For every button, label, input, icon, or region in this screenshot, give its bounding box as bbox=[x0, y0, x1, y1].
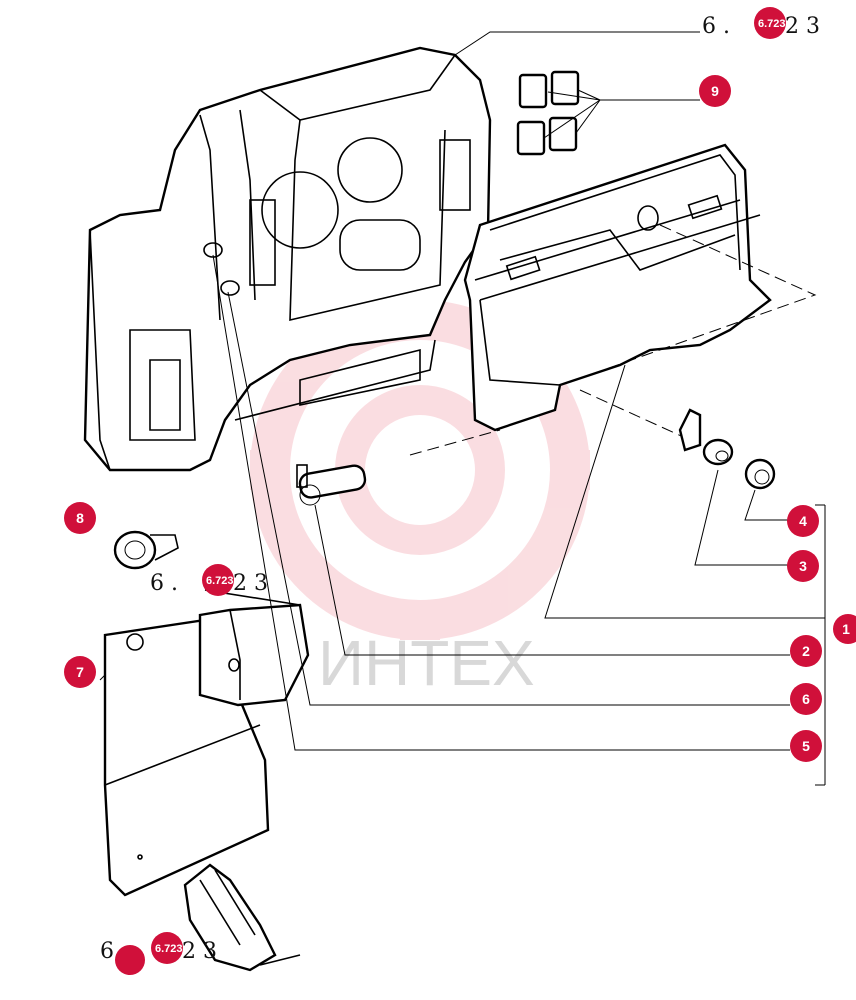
svg-text:8: 8 bbox=[76, 510, 84, 526]
svg-text:6 .: 6 . bbox=[702, 14, 730, 39]
leader-lines bbox=[99, 31, 826, 786]
panel-bracket bbox=[103, 589, 310, 897]
svg-text:6 .: 6 . bbox=[150, 571, 178, 596]
svg-text:6.723: 6.723 bbox=[206, 575, 234, 587]
ref-label-top: 6 . 6.723 2 3 bbox=[702, 7, 820, 39]
svg-text:6.723: 6.723 bbox=[155, 943, 183, 955]
svg-text:2 3: 2 3 bbox=[785, 14, 820, 39]
svg-text:6.723: 6.723 bbox=[758, 18, 786, 30]
ref-label-bottom: 6 6.723 2 3 bbox=[100, 932, 217, 975]
callout-9: 9 bbox=[699, 75, 731, 107]
svg-text:3: 3 bbox=[799, 558, 807, 574]
callout-2: 2 bbox=[790, 635, 822, 667]
svg-text:6: 6 bbox=[100, 939, 114, 964]
callout-6: 6 bbox=[790, 683, 822, 715]
svg-text:1: 1 bbox=[842, 621, 850, 637]
lock-parts bbox=[678, 408, 776, 490]
callout-5: 5 bbox=[790, 730, 822, 762]
glove-box-door bbox=[463, 143, 772, 432]
clip-set bbox=[516, 70, 580, 156]
svg-text:9: 9 bbox=[711, 83, 719, 99]
pin-part bbox=[296, 464, 367, 506]
svg-text:7: 7 bbox=[76, 664, 84, 680]
callout-8: 8 bbox=[64, 502, 96, 534]
watermark-text: ИНТЕХ bbox=[318, 627, 535, 699]
svg-text:2: 2 bbox=[802, 643, 810, 659]
callout-3: 3 bbox=[787, 550, 819, 582]
callout-1: 1 bbox=[833, 614, 856, 644]
plug-part bbox=[113, 530, 179, 570]
svg-text:6: 6 bbox=[802, 691, 810, 707]
lower-boot bbox=[183, 863, 301, 972]
dashboard-housing bbox=[83, 46, 492, 472]
svg-text:2 3: 2 3 bbox=[233, 571, 268, 596]
callout-4: 4 bbox=[787, 505, 819, 537]
svg-text:2 3: 2 3 bbox=[182, 939, 217, 964]
ref-label-mid: 6 . 6.723 2 3 bbox=[150, 564, 268, 596]
svg-text:4: 4 bbox=[799, 513, 807, 529]
svg-text:5: 5 bbox=[802, 738, 810, 754]
callout-7: 7 bbox=[64, 656, 96, 688]
